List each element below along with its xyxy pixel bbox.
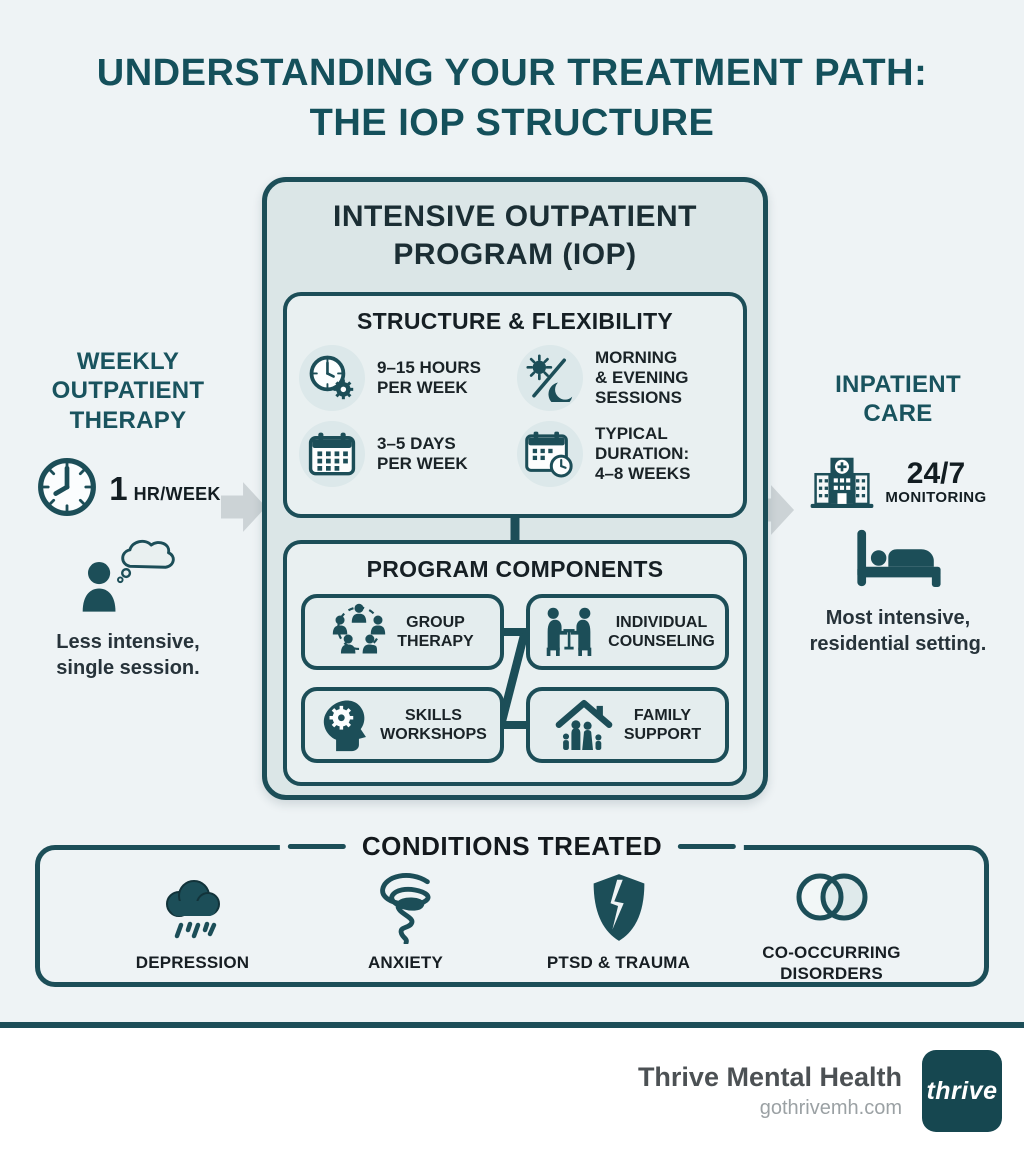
conditions-grid: DEPRESSION ANXIETY PTSD & TRAUMA — [40, 850, 984, 984]
weekly-outpatient-heading: WEEKLY OUTPATIENT THERAPY — [51, 348, 205, 434]
family-support-icon — [554, 696, 614, 755]
component-group-therapy: GROUP THERAPY — [301, 594, 504, 670]
component-label: FAMILY SUPPORT — [623, 706, 702, 743]
hospital-icon — [809, 449, 875, 516]
program-components-box: PROGRAM COMPONENTS — [283, 540, 747, 786]
condition-label: ANXIETY — [367, 953, 444, 973]
structure-item-sessions: MORNING & EVENING SESSIONS — [517, 345, 731, 411]
bed-icon — [788, 528, 1008, 593]
structure-heading: STRUCTURE & FLEXIBILITY — [356, 308, 674, 334]
heading-line-right — [678, 844, 737, 849]
condition-co-occurring: CO-OCCURRING DISORDERS — [725, 860, 938, 984]
broken-shield-icon — [588, 870, 650, 944]
condition-label: DEPRESSION — [135, 953, 250, 973]
weekly-outpatient-section: WEEKLY OUTPATIENT THERAPY — [22, 347, 234, 681]
condition-depression: DEPRESSION — [86, 870, 299, 973]
component-individual-counseling: INDIVIDUAL COUNSELING — [526, 594, 729, 670]
structure-item-label: 3–5 DAYS PER WEEK — [377, 433, 468, 473]
sun-moon-icon — [517, 345, 583, 411]
conditions-box: CONDITIONS TREATED — [35, 831, 989, 987]
footer: Thrive Mental Health gothrivemh.com thri… — [0, 1022, 1024, 1154]
person-thought-icon — [22, 536, 234, 617]
website-url: gothrivemh.com — [759, 1096, 902, 1119]
weekly-stat: 1 HR/WEEK — [109, 470, 220, 508]
structure-item-duration: TYPICAL DURATION: 4–8 WEEKS — [517, 421, 731, 487]
brand-name: Thrive Mental Health — [637, 1062, 902, 1093]
page-title: UNDERSTANDING YOUR TREATMENT PATH: THE I… — [96, 52, 928, 145]
components-heading: PROGRAM COMPONENTS — [366, 556, 664, 582]
component-label: INDIVIDUAL COUNSELING — [608, 613, 715, 650]
calendar-icon — [299, 421, 365, 487]
inpatient-stat-value: 24/7 — [906, 456, 966, 490]
thrive-logo-text: thrive — [926, 1076, 998, 1105]
iop-title: INTENSIVE OUTPATIENT PROGRAM (IOP) — [333, 200, 697, 271]
inpatient-caption: Most intensive, residential setting. — [809, 606, 987, 655]
thrive-logo: thrive — [922, 1050, 1002, 1132]
condition-ptsd: PTSD & TRAUMA — [512, 870, 725, 973]
structure-item-hours: 9–15 HOURS PER WEEK — [299, 345, 513, 411]
weekly-caption: Less intensive, single session. — [56, 630, 200, 679]
iop-box: INTENSIVE OUTPATIENT PROGRAM (IOP) STRUC… — [262, 177, 768, 800]
conditions-heading-text: CONDITIONS TREATED — [361, 831, 663, 861]
rain-cloud-icon — [157, 870, 229, 944]
clock-gear-icon — [299, 345, 365, 411]
conditions-heading: CONDITIONS TREATED — [279, 831, 745, 862]
weekly-stat-value: 1 — [109, 470, 128, 508]
skills-workshops-icon — [318, 694, 370, 757]
flow-arrow-right-icon — [749, 484, 795, 541]
structure-item-label: TYPICAL DURATION: 4–8 WEEKS — [595, 423, 691, 484]
group-therapy-icon — [331, 602, 387, 663]
condition-label: PTSD & TRAUMA — [546, 953, 691, 973]
connector-line — [510, 518, 520, 540]
structure-grid: 9–15 HOURS PER WEEK — [287, 341, 743, 487]
clock-icon — [35, 455, 99, 524]
inpatient-care-section: INPATIENT CARE — [788, 370, 1008, 657]
spiral-icon — [371, 870, 441, 945]
condition-anxiety: ANXIETY — [299, 870, 512, 973]
component-family-support: FAMILY SUPPORT — [526, 687, 729, 763]
structure-item-label: MORNING & EVENING SESSIONS — [595, 347, 689, 408]
footer-text: Thrive Mental Health gothrivemh.com — [638, 1062, 902, 1119]
weekly-stat-row: 1 HR/WEEK — [22, 455, 234, 524]
inpatient-care-heading: INPATIENT CARE — [835, 371, 961, 428]
inpatient-stat: 24/7 MONITORING — [885, 456, 987, 506]
components-grid: GROUP THERAPY — [301, 594, 729, 763]
weekly-stat-label: HR/WEEK — [133, 484, 221, 505]
component-skills-workshops: SKILLS WORKSHOPS — [301, 687, 504, 763]
venn-icon — [793, 860, 871, 934]
structure-flexibility-box: STRUCTURE & FLEXIBILITY — [283, 292, 747, 518]
calendar-clock-icon — [517, 421, 583, 487]
heading-line-left — [287, 844, 346, 849]
structure-item-label: 9–15 HOURS PER WEEK — [377, 357, 481, 397]
component-label: GROUP THERAPY — [397, 613, 474, 650]
component-label: SKILLS WORKSHOPS — [380, 706, 487, 743]
flow-arrow-left-icon — [221, 481, 267, 538]
structure-item-days: 3–5 DAYS PER WEEK — [299, 421, 513, 487]
inpatient-stat-row: 24/7 MONITORING — [788, 449, 1008, 516]
inpatient-stat-label: MONITORING — [885, 488, 987, 506]
condition-label: CO-OCCURRING DISORDERS — [762, 943, 901, 983]
individual-counseling-icon — [540, 604, 598, 661]
